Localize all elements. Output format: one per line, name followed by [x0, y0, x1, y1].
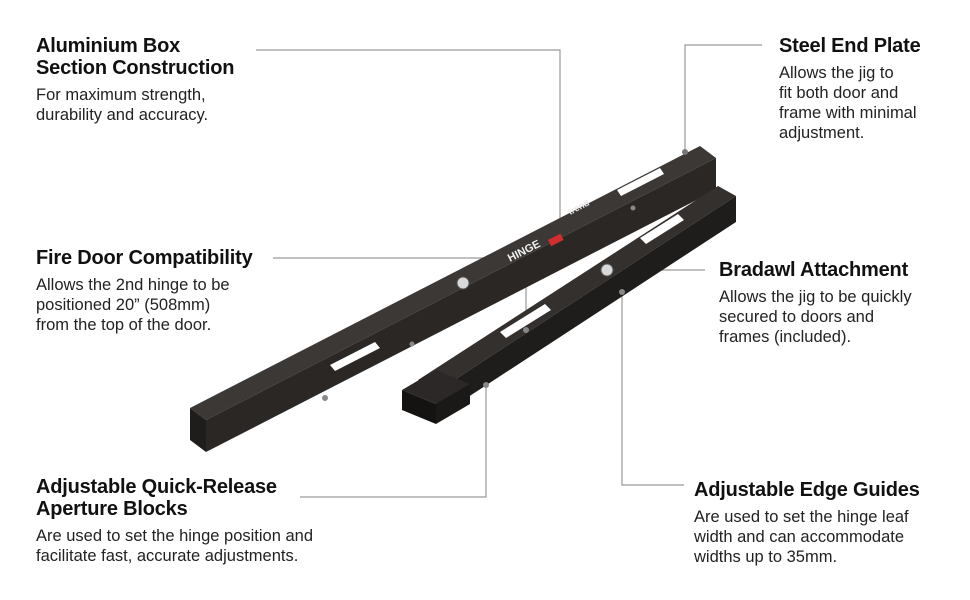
callout-quick-release: Adjustable Quick-Release Aperture Blocks…	[36, 476, 366, 566]
screw-dot	[630, 205, 636, 211]
long-rail: HINGE trend	[190, 146, 716, 452]
screw-dot	[409, 341, 415, 347]
aperture-upper	[617, 168, 664, 196]
leader-edge	[621, 292, 684, 486]
leader-aluminium	[256, 49, 561, 228]
callout-bradawl-body-line1: Allows the jig to be quickly	[719, 288, 912, 306]
callout-steel-end-plate-body-line4: adjustment.	[779, 124, 865, 142]
short-rail-front	[436, 196, 736, 418]
callout-aluminium-title: Aluminium Box Section Construction	[36, 35, 276, 79]
callout-aluminium-body-line1: For maximum strength,	[36, 86, 206, 104]
callout-edge-guides-body-line3: widths up to 35mm.	[694, 548, 838, 566]
short-rail-top	[418, 186, 736, 392]
callout-quick-release-title-line1: Adjustable Quick-Release	[36, 476, 277, 498]
callout-aluminium-body: For maximum strength, durability and acc…	[36, 85, 276, 125]
long-rail-front	[206, 158, 716, 452]
callout-aluminium-body-line2: durability and accuracy.	[36, 106, 209, 124]
aperture-short-lower	[500, 304, 551, 338]
screw-dot	[682, 149, 688, 155]
hinge-accent	[548, 233, 564, 247]
callout-edge-guides-body-line2: width and can accommodate	[694, 528, 905, 546]
callout-steel-end-plate: Steel End Plate Allows the jig to fit bo…	[779, 35, 959, 143]
leader-steel	[684, 44, 762, 150]
callout-quick-release-title-line2: Aperture Blocks	[36, 498, 188, 520]
callout-aluminium: Aluminium Box Section Construction For m…	[36, 35, 276, 125]
callout-fire-door-body-line3: from the top of the door.	[36, 316, 212, 334]
callout-fire-door-body: Allows the 2nd hinge to be positioned 20…	[36, 275, 286, 335]
callout-quick-release-body-line1: Are used to set the hinge position and	[36, 527, 314, 545]
callout-steel-end-plate-title: Steel End Plate	[779, 35, 921, 57]
aperture-lower	[330, 342, 380, 371]
callout-edge-guides-body: Are used to set the hinge leaf width and…	[694, 507, 956, 567]
aperture-block-front	[402, 390, 436, 424]
long-rail-top	[190, 146, 716, 420]
callout-steel-end-plate-body-line1: Allows the jig to	[779, 64, 894, 82]
bradawl-knob-long	[456, 276, 470, 290]
short-rail	[418, 186, 736, 418]
aperture-block-top	[402, 370, 470, 404]
callout-edge-guides-title: Adjustable Edge Guides	[694, 479, 920, 501]
callout-quick-release-title: Adjustable Quick-Release Aperture Blocks	[36, 476, 366, 520]
screw-dot	[523, 327, 529, 333]
aperture-block-side	[436, 384, 470, 424]
screw-dot	[619, 289, 625, 295]
callout-bradawl-body: Allows the jig to be quickly secured to …	[719, 287, 959, 347]
callout-quick-release-body: Are used to set the hinge position and f…	[36, 526, 366, 566]
bradawl-knob-short	[600, 263, 614, 277]
callout-aluminium-title-line1: Aluminium Box	[36, 35, 181, 57]
callout-bradawl-body-line2: secured to doors and	[719, 308, 875, 326]
callout-edge-guides: Adjustable Edge Guides Are used to set t…	[694, 479, 956, 567]
aperture-short-upper	[640, 214, 684, 244]
leader-quick	[300, 385, 487, 498]
callout-steel-end-plate-body-line3: frame with minimal	[779, 104, 917, 122]
callout-edge-guides-body-line1: Are used to set the hinge leaf	[694, 508, 909, 526]
callout-bradawl-body-line3: frames (included).	[719, 328, 852, 346]
callout-steel-end-plate-body: Allows the jig to fit both door and fram…	[779, 63, 959, 143]
screw-dot	[483, 382, 489, 388]
callout-bradawl-title: Bradawl Attachment	[719, 259, 909, 281]
callout-aluminium-title-line2: Section Construction	[36, 57, 235, 79]
callout-steel-end-plate-body-line2: fit both door and	[779, 84, 899, 102]
screw-dot	[322, 395, 328, 401]
callout-quick-release-body-line2: facilitate fast, accurate adjustments.	[36, 547, 299, 565]
callout-fire-door-body-line2: positioned 20” (508mm)	[36, 296, 211, 314]
long-rail-side	[190, 408, 206, 452]
callout-fire-door: Fire Door Compatibility Allows the 2nd h…	[36, 247, 286, 335]
callout-bradawl: Bradawl Attachment Allows the jig to be …	[719, 259, 959, 347]
aperture-block	[402, 370, 470, 424]
callout-fire-door-title: Fire Door Compatibility	[36, 247, 253, 269]
callout-fire-door-body-line1: Allows the 2nd hinge to be	[36, 276, 230, 294]
